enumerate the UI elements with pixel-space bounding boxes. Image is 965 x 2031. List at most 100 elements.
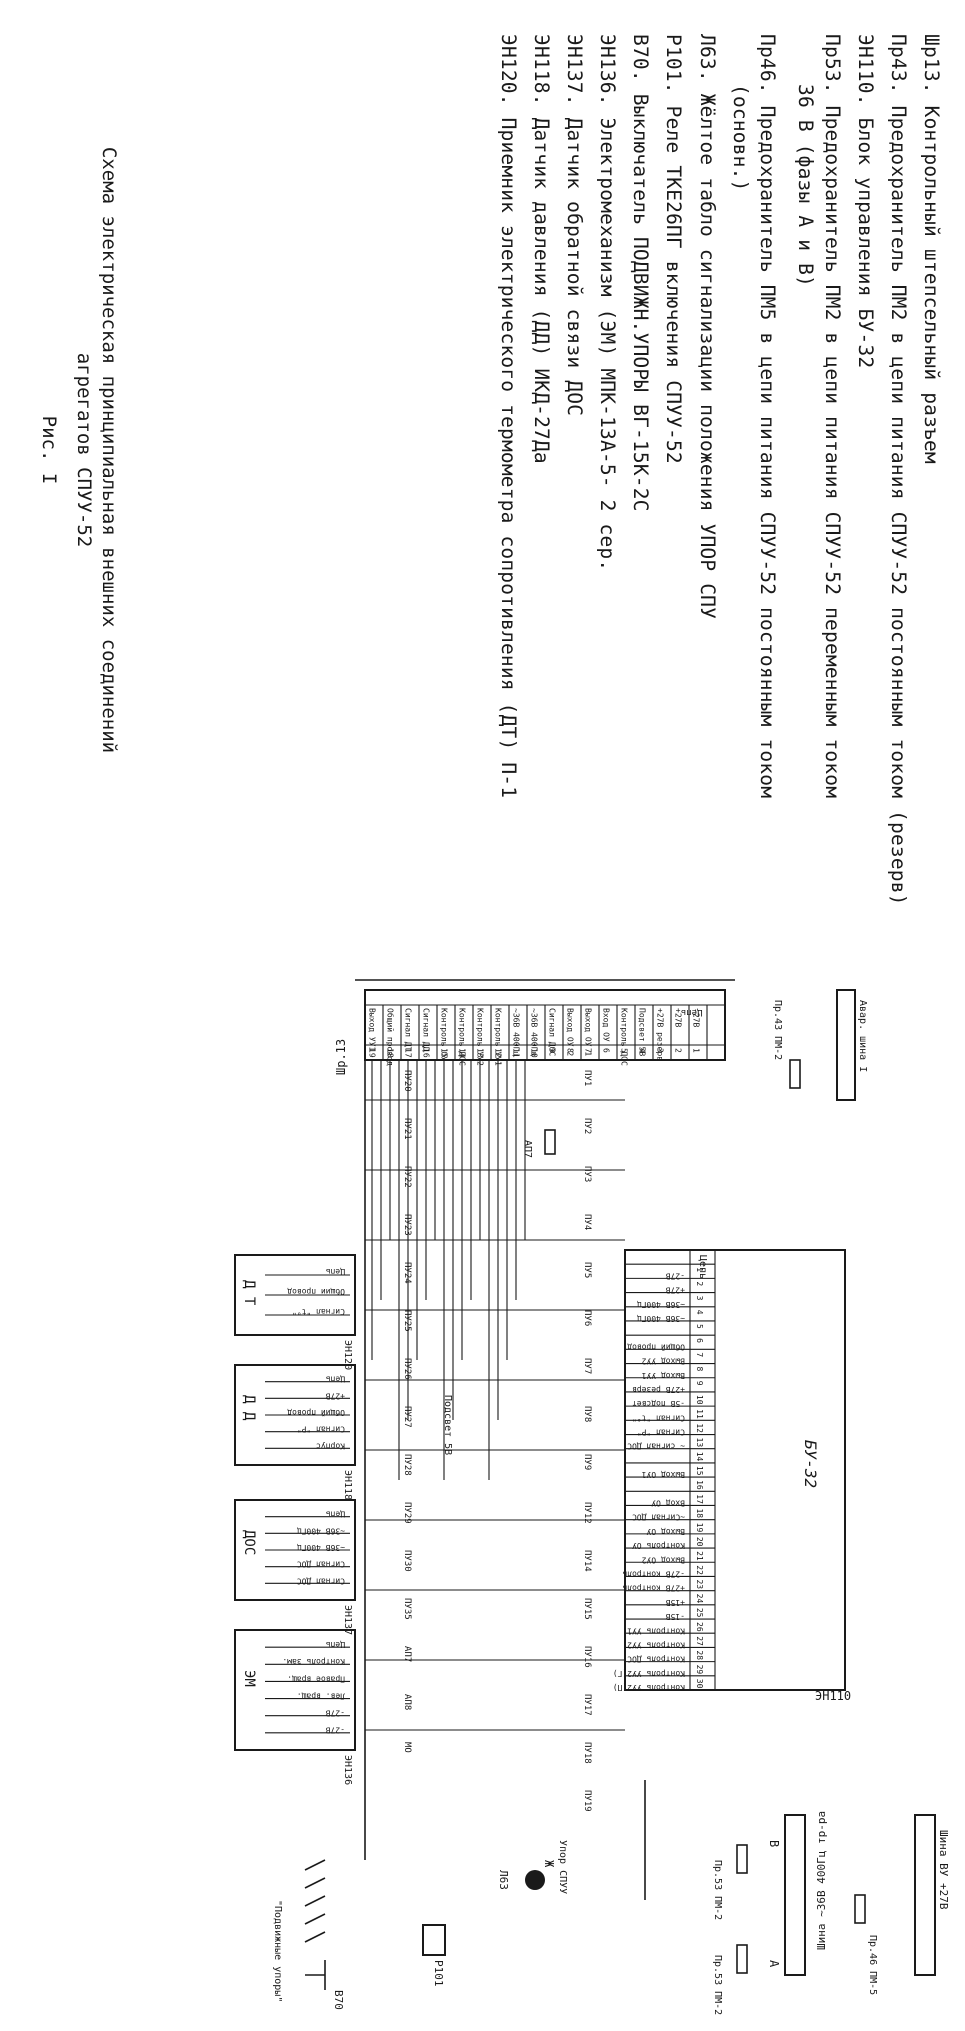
- wire-label: АП7: [402, 1646, 412, 1662]
- bu32-pin-number: 12: [695, 1423, 704, 1433]
- connector-row-label: Выход УУ1: [368, 1008, 377, 1052]
- dos-sensor-box: ДОС ЭН137 Цепь~36В 400Гц~36В 400ГцСигнал…: [234, 1499, 356, 1635]
- wire-bundle: [364, 1060, 646, 1900]
- wire-label: ПУ14: [582, 1550, 592, 1572]
- fuse43-label: Пр.43 ПМ-2: [772, 1000, 783, 1060]
- wire-label: ПУ30: [402, 1550, 412, 1572]
- connector-row-label: Контроль ДОС: [458, 1008, 467, 1066]
- bus-phase-b: В: [767, 1840, 781, 1847]
- connector-row-label: Выход ОУ 2: [566, 1008, 575, 1056]
- bus-dc-top: Авар. шина I: [836, 989, 868, 1101]
- wire-label: ПУ26: [402, 1358, 412, 1380]
- bu32-pin-number: 18: [695, 1508, 704, 1518]
- wire-label: ПУ12: [582, 1502, 592, 1524]
- wire-label: ПУ15: [582, 1598, 592, 1620]
- sensor-row-label: Сигнал "t°": [292, 1307, 345, 1316]
- sensor-row-label: Корпус: [316, 1441, 345, 1450]
- connector-row-label: Сигнал ДОС: [548, 1008, 557, 1056]
- wire-label: ПУ4: [582, 1214, 592, 1230]
- bu32-pin-number: 7: [695, 1352, 704, 1357]
- fuse-pr46: Пр.46 ПМ-5: [854, 1894, 878, 1995]
- bu32-pin-number: 30: [695, 1679, 704, 1689]
- wire-label: ПУ5: [582, 1262, 592, 1278]
- dd-id: ЭН118: [342, 1470, 353, 1500]
- bu32-pin-number: 11: [695, 1409, 704, 1419]
- bu32-title: БУ-32: [801, 1440, 820, 1488]
- sensor-row-label: Цепь: [326, 1267, 345, 1276]
- dos-title: ДОС: [241, 1530, 257, 1555]
- wire-label: ПУ22: [402, 1166, 412, 1188]
- dd-title: Д Д: [241, 1395, 257, 1421]
- bu32-pin-label: +27В контроль: [622, 1584, 685, 1593]
- bu32-pin-label: Выход ОУ2: [641, 1555, 685, 1564]
- connector-pin-number: 2: [674, 1048, 683, 1053]
- bu32-pin-number: 1: [695, 1267, 704, 1272]
- bu32-pin-label: -27В: [666, 1271, 685, 1280]
- fuse-ap7: АП7: [522, 1129, 556, 1158]
- connector-pin-number: 16: [422, 1048, 431, 1058]
- bu32-pin-number: 21: [695, 1551, 704, 1561]
- lamp-l63: Л63 Упор СПУУ Ж: [497, 1840, 568, 1894]
- bus-dc-top-label: Авар. шина I: [857, 1000, 868, 1072]
- bu32-pin-number: 25: [695, 1608, 704, 1618]
- bu32-pin-number: 10: [695, 1395, 704, 1405]
- connector-pin-number: 4: [638, 1048, 647, 1053]
- bu32-pin-label: Выход ОУ1: [641, 1470, 685, 1479]
- bu32-pin-number: 5: [695, 1324, 704, 1329]
- bus-phase-a: А: [767, 1960, 781, 1968]
- connector-row-label: Контроль УУ2: [476, 1008, 485, 1066]
- bu32-pin-number: 24: [695, 1594, 704, 1604]
- bu32-pin-label: ~36В 400Гц: [637, 1300, 685, 1309]
- connector-pin-number: 18: [386, 1048, 395, 1058]
- relay-r101: Р101: [422, 1924, 446, 1987]
- connector-row-label: -27В: [692, 1008, 701, 1027]
- bu32-pin-label: -27В контроль: [622, 1569, 685, 1578]
- bu32-pin-number: 26: [695, 1622, 704, 1632]
- bu32-pin-label: Контроль УУ2(Г): [613, 1669, 685, 1678]
- bu32-pin-number: 6: [695, 1338, 704, 1343]
- fuse53a-label: Пр.53 ПМ-2: [712, 1860, 723, 1920]
- wire-label: ПУ9: [582, 1454, 592, 1470]
- sensor-row-label: Сигнал "P": [297, 1425, 345, 1434]
- wire-label: ПУ25: [402, 1310, 412, 1332]
- fuse-pr53a: Пр.53 ПМ-2: [712, 1844, 748, 1920]
- sensor-row-label: Цепь: [326, 1375, 345, 1384]
- switch-text: "Подвижные упоры": [272, 1900, 283, 2002]
- bu32-pin-label: +27В резерв: [632, 1385, 685, 1394]
- sensor-row-label: Контроль зам.: [282, 1657, 345, 1666]
- wire-label: ПУ19: [582, 1790, 592, 1812]
- connector-pin-number: 8: [566, 1048, 575, 1053]
- wire-label: ПУ28: [402, 1454, 412, 1476]
- bu32-id: ЭН110: [815, 1689, 851, 1703]
- bu32-pin-number: 4: [695, 1310, 704, 1315]
- bu32-pin-label: -15В: [666, 1612, 685, 1621]
- bus-ac: Шина ~36В 400Гц тр-ра А В: [767, 1811, 828, 1976]
- connector-title: Шр.13: [334, 1039, 348, 1075]
- connector-pin-number: 11: [512, 1048, 521, 1058]
- bu32-pin-label: Контроль УУ1: [627, 1626, 685, 1635]
- sensor-row-label: Общий провод: [287, 1287, 345, 1297]
- sensor-row-label: Сигнал ДОС: [297, 1576, 345, 1585]
- connector-row-label: Сигнал ДД: [422, 1008, 431, 1052]
- wire-label: ПУ35: [402, 1598, 412, 1620]
- connector-row-label: Подсвет 5В: [638, 1008, 647, 1056]
- relay-contact: [304, 1895, 326, 1907]
- connector-pin-number: 19: [368, 1048, 377, 1058]
- wire-label: АП8: [402, 1694, 412, 1710]
- lamp-text: Упор СПУУ: [557, 1840, 568, 1894]
- bu32-pin-label: Контроль УУ2(П): [613, 1683, 685, 1692]
- wire-label: ПУ2: [582, 1118, 592, 1134]
- lamp-label: Л63: [497, 1870, 510, 1890]
- bu32-pin-label: Выход УУ2: [641, 1357, 685, 1366]
- bu32-pin-label: ~36В 400Гц: [637, 1314, 685, 1323]
- connector-row-label: Общий провод: [386, 1008, 396, 1066]
- relay-contact: [304, 1877, 326, 1889]
- connector-pin-number: 7: [584, 1048, 593, 1053]
- bu32-pin-number: 8: [695, 1367, 704, 1372]
- connector-pin-number: 13: [476, 1048, 485, 1058]
